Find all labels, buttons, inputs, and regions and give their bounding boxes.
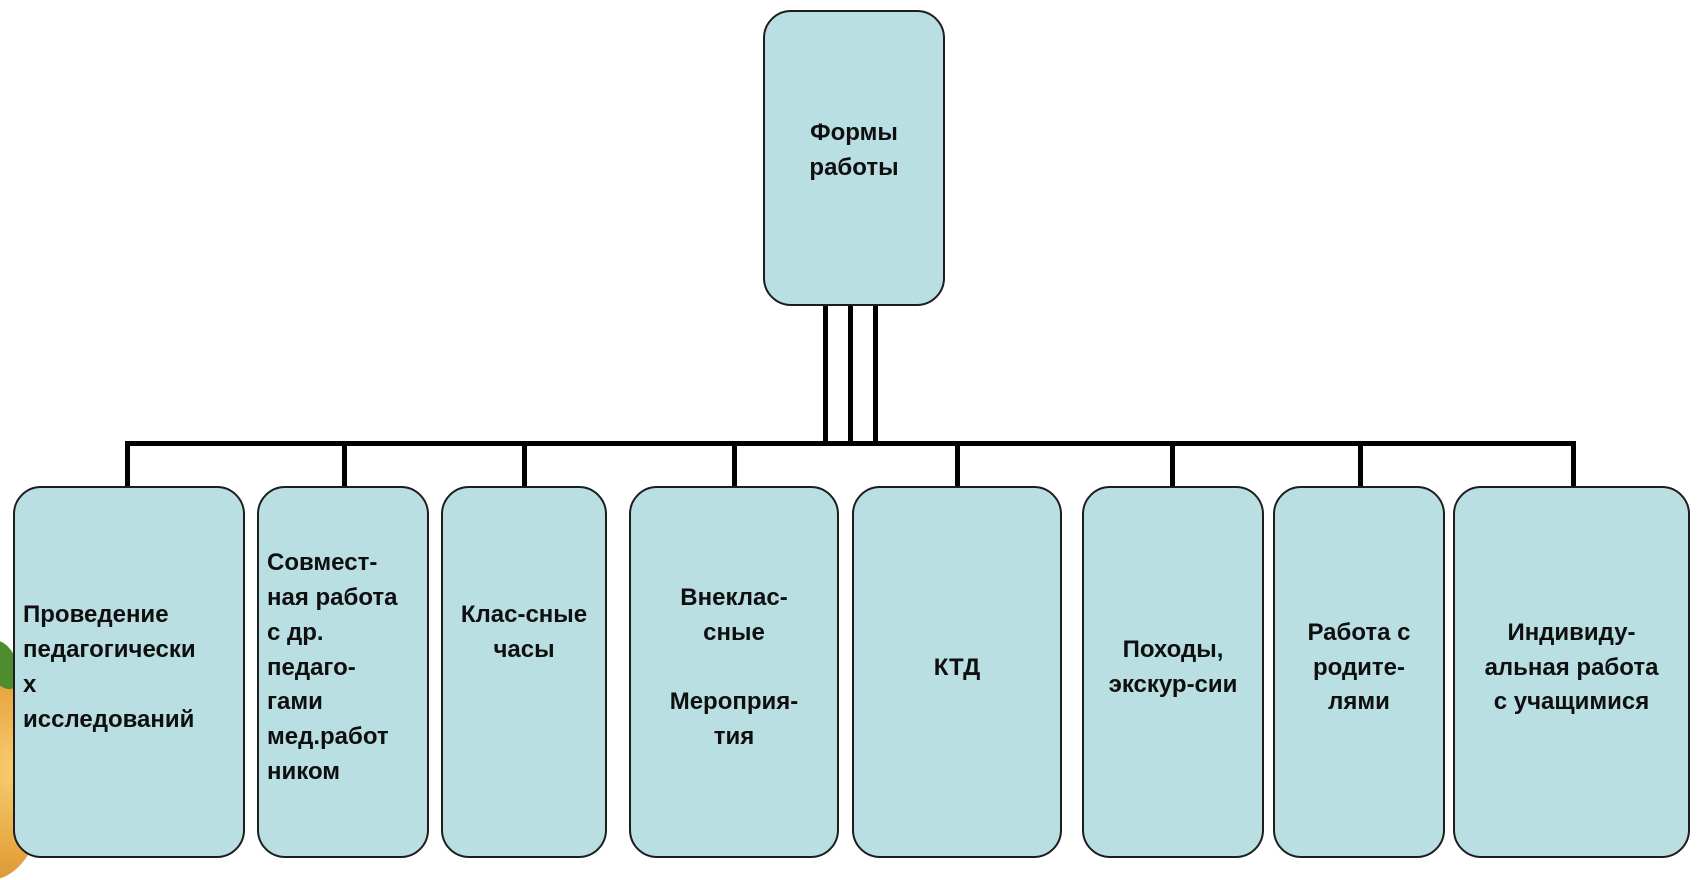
org-diagram: Формы работы Проведение педагогически х … <box>0 10 1690 880</box>
child-connector-6 <box>1170 441 1175 487</box>
child-connector-3 <box>522 441 527 487</box>
child-connector-8 <box>1571 441 1576 487</box>
root-connector-3 <box>873 306 878 446</box>
child-connector-4 <box>732 441 737 487</box>
child-connector-5 <box>955 441 960 487</box>
node-individual: Индивиду- альная работа с учащимися <box>1453 486 1690 858</box>
horizontal-bus <box>125 441 1576 446</box>
child-connector-1 <box>125 441 130 487</box>
node-parents: Работа с родите- лями <box>1273 486 1445 858</box>
root-connector-1 <box>823 306 828 446</box>
child-connector-2 <box>342 441 347 487</box>
node-class-hours: Клас-сные часы <box>441 486 607 858</box>
root-node: Формы работы <box>763 10 945 306</box>
node-hikes: Походы, экскур-сии <box>1082 486 1264 858</box>
node-joint-work: Совмест- ная работа с др. педаго- гами м… <box>257 486 429 858</box>
node-ktd: КТД <box>852 486 1062 858</box>
node-research: Проведение педагогически х исследований <box>13 486 245 858</box>
child-connector-7 <box>1358 441 1363 487</box>
node-extracurricular: Внеклас- сные Мероприя- тия <box>629 486 839 858</box>
root-connector-2 <box>848 306 853 446</box>
